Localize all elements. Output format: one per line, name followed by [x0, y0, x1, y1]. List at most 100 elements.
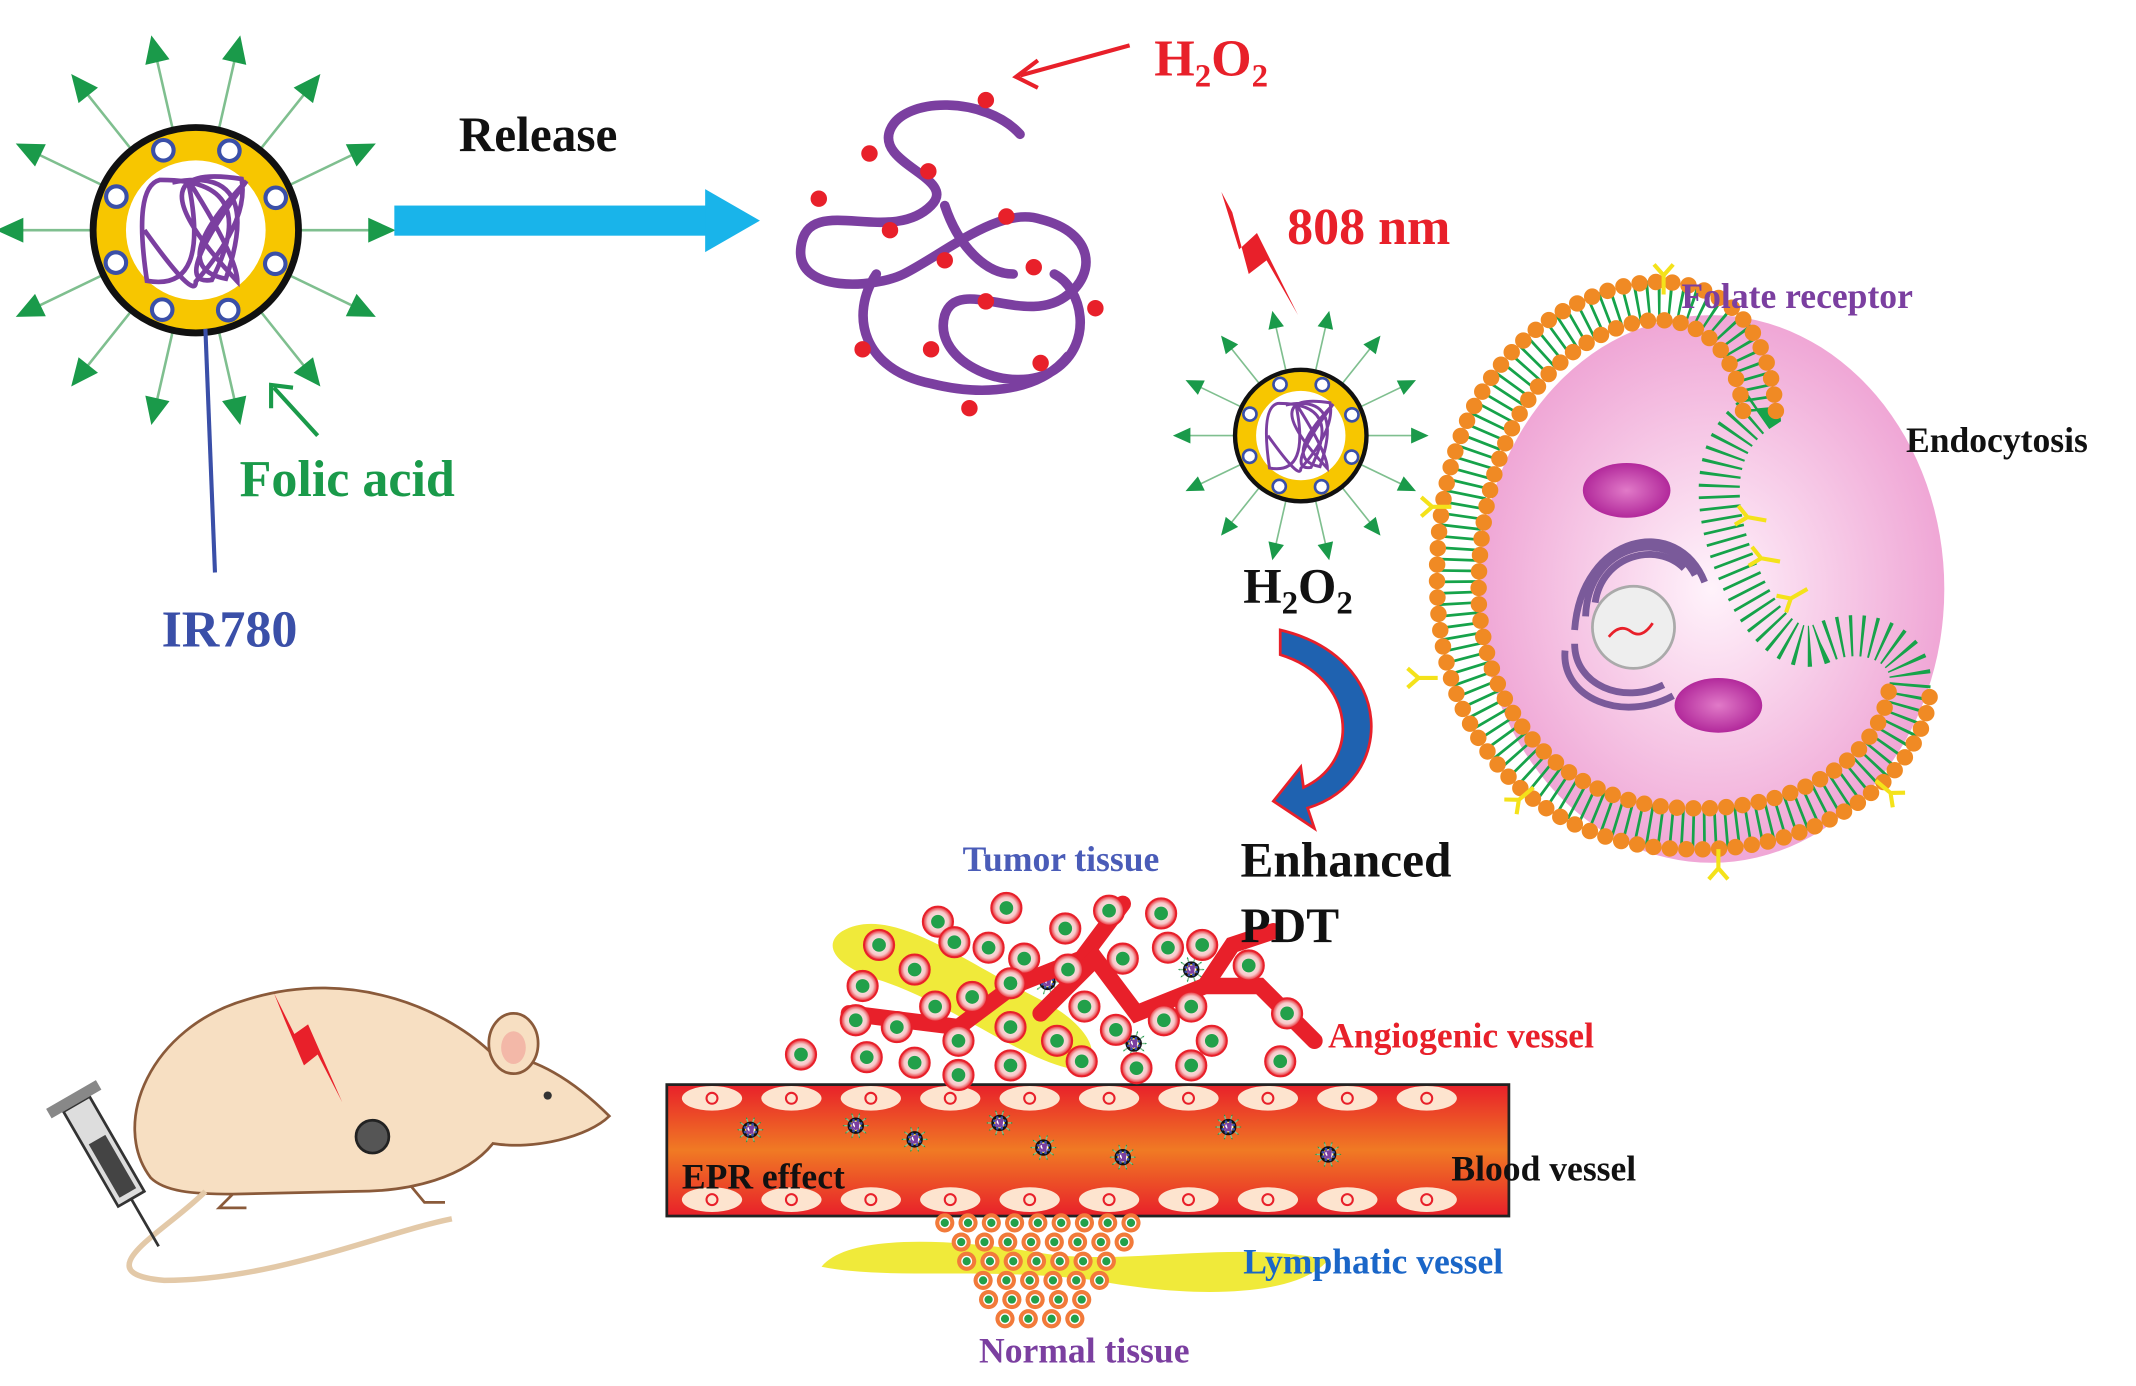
folate-receptors	[1406, 263, 1906, 881]
cell-nucleus	[907, 962, 922, 977]
polymer-coil	[1039, 1143, 1048, 1153]
peg-linker	[1196, 463, 1242, 487]
folic-acid-ligand-icon	[1122, 1049, 1125, 1052]
folic-acid-ligand-icon	[917, 1150, 919, 1153]
folic-acid-pointer-icon	[269, 382, 320, 437]
folic-acid-ligand-icon	[1200, 961, 1203, 964]
folic-acid-ligand-icon	[844, 1117, 847, 1120]
ir780-molecule-icon	[1126, 1158, 1130, 1161]
ir780-molecule-icon	[751, 1123, 754, 1126]
folic-acid-ligand-icon	[1008, 1115, 1011, 1117]
folic-acid-ligand-icon	[1202, 968, 1205, 971]
cell-nucleus	[890, 1020, 904, 1034]
endothelial-cell	[1158, 1187, 1219, 1212]
folic-acid-ligand-icon	[222, 395, 247, 426]
folic-acid-ligand-icon	[745, 1117, 748, 1120]
folic-acid-ligand-icon	[1111, 1163, 1114, 1166]
folic-acid-ligand-icon	[1317, 1160, 1320, 1163]
normal-tissue-label: Normal tissue	[979, 1331, 1189, 1371]
ir780-molecule-icon	[263, 185, 289, 211]
cell-nucleus	[1024, 1274, 1036, 1286]
endothelial-cell	[1396, 1187, 1457, 1212]
peg-linker	[1359, 384, 1405, 408]
folic-acid-ligand-icon	[145, 35, 170, 65]
laser-lightning-icon	[1221, 191, 1299, 316]
folic-acid-ligand-icon	[1185, 476, 1205, 492]
cell-nucleus	[1070, 1274, 1082, 1286]
golgi-apparatus	[1561, 538, 1708, 711]
folic-acid-ligand-icon	[1030, 1146, 1032, 1149]
h2o2-dot	[881, 221, 899, 239]
folic-acid-ligand-icon	[368, 217, 396, 243]
folic-acid-ligand-icon	[1125, 1144, 1128, 1147]
ir780-molecule-icon	[1272, 376, 1288, 393]
folic-acid-ligand-icon	[858, 1136, 861, 1139]
peg-linker	[1196, 384, 1242, 408]
cell-nucleus	[1002, 1236, 1014, 1248]
folic-acid-ligand-icon	[1177, 968, 1180, 971]
tumor-cell	[1406, 263, 1945, 881]
release-arrow-icon	[394, 189, 760, 253]
ir780-molecule-icon	[852, 1129, 855, 1133]
cell-nucleus	[1102, 1217, 1114, 1229]
ir780-molecule-icon	[1003, 1119, 1007, 1123]
ir780-molecule-icon	[215, 297, 241, 323]
folic-acid-ligand-icon	[923, 1145, 926, 1148]
ir780-molecule-icon	[1134, 1047, 1138, 1051]
folic-acid-ligand-icon	[759, 1121, 762, 1124]
folic-acid-ligand-icon	[1323, 1165, 1326, 1168]
ir780-molecule-icon	[151, 137, 176, 163]
circulating-nanoparticles	[737, 956, 1342, 1170]
endothelial-nucleus	[1102, 1193, 1116, 1207]
ir780-molecule-icon	[918, 1140, 922, 1143]
endothelial-nucleus	[1340, 1193, 1354, 1207]
ir780-molecule-icon	[1184, 970, 1188, 974]
folic-acid-ligand-icon	[988, 1129, 991, 1131]
endothelial-nucleus	[1181, 1193, 1195, 1207]
h2o2-dot	[977, 91, 995, 109]
endothelial-cell	[681, 1085, 743, 1111]
peg-linker	[154, 330, 175, 406]
ir780-molecule-icon	[1228, 1131, 1232, 1134]
cell-nucleus	[1009, 1217, 1021, 1229]
folic-acid-ligand-icon	[842, 1124, 845, 1127]
ir780-molecule-icon	[1184, 965, 1188, 969]
cell-nucleus	[1161, 940, 1175, 955]
endothelial-cell	[1396, 1085, 1457, 1111]
folate-receptor-icon	[1707, 849, 1730, 881]
ir780-molecule-icon	[1187, 973, 1191, 977]
normal-tissue	[821, 1213, 1329, 1329]
folate-receptor-icon	[1504, 785, 1535, 815]
folic-acid-ligand-icon	[903, 1131, 906, 1134]
folic-acid-ligand-icon	[761, 1128, 764, 1131]
ir780-molecule-icon	[849, 1126, 852, 1130]
folic-acid-ligand-icon	[1039, 1158, 1041, 1161]
nanoparticle	[0, 35, 396, 426]
cell-nucleus	[1055, 1217, 1067, 1229]
folic-acid-ligand-icon	[1032, 1153, 1035, 1156]
folic-acid-ligand-icon	[71, 357, 98, 387]
ir780-molecule-icon	[1119, 1161, 1122, 1164]
cell-nucleus	[931, 914, 945, 929]
endothelial-nucleus	[1181, 1091, 1195, 1105]
folic-acid-ligand-icon	[1180, 975, 1183, 978]
normal-cells	[935, 1213, 1141, 1329]
cell-nucleus	[1125, 1217, 1137, 1229]
cell-nucleus	[1069, 1313, 1081, 1325]
ir780-molecule-icon	[1232, 1127, 1235, 1131]
mouse-lightning-icon	[273, 992, 343, 1103]
syringe-icon	[46, 1080, 160, 1248]
cell-nucleus	[1115, 951, 1130, 966]
cell-nucleus	[1095, 1236, 1107, 1248]
nanoparticle	[737, 1117, 764, 1143]
folic-acid-ligand-icon	[1214, 1126, 1217, 1128]
cell-nucleus	[999, 1313, 1011, 1325]
folic-acid-ligand-icon	[1125, 1167, 1128, 1170]
folic-acid-ligand-icon	[1237, 1133, 1239, 1135]
ir780-molecule-icon	[918, 1135, 922, 1139]
folic-acid-ligand-icon	[858, 1113, 861, 1115]
folic-acid-ligand-icon	[1239, 1126, 1242, 1128]
polymer-coil	[1043, 977, 1052, 988]
ir780-label: IR780	[162, 601, 298, 658]
